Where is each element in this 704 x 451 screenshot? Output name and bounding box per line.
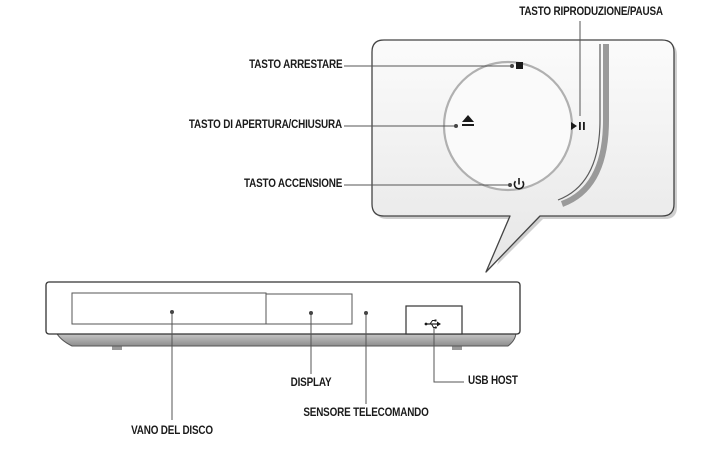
label-remote-sensor: SENSORE TELECOMANDO	[303, 407, 429, 419]
usb-icon[interactable]	[424, 319, 441, 329]
disc-tray[interactable]	[71, 292, 267, 325]
display-window	[265, 293, 353, 325]
power-icon[interactable]	[513, 178, 525, 190]
label-usb-host: USB HOST	[468, 375, 518, 387]
callout-dots-bottom	[170, 310, 368, 315]
callout-lines-top	[344, 21, 581, 186]
label-open-close: TASTO DI APERTURA/CHIUSURA	[188, 119, 342, 131]
player-edge-curve	[560, 44, 609, 207]
usb-line	[433, 328, 464, 383]
eject-icon[interactable]	[462, 115, 474, 126]
foot-left	[112, 346, 122, 350]
callout-dots-top	[454, 64, 514, 187]
play-pause-icon[interactable]	[571, 122, 585, 130]
label-play-pause: TASTO RIPRODUZIONE/PAUSA	[519, 6, 663, 18]
player-base	[55, 331, 517, 347]
player-body	[45, 281, 521, 350]
label-stop: TASTO ARRESTARE	[248, 59, 342, 71]
label-power: TASTO ACCENSIONE	[243, 178, 342, 190]
stop-square-icon[interactable]	[516, 62, 523, 69]
player-edge-curve-line	[557, 44, 601, 201]
foot-right	[452, 346, 462, 350]
zoom-panel	[371, 39, 677, 273]
label-disc-tray: VANO DEL DISCO	[131, 425, 213, 437]
callout-lines-bottom	[171, 312, 464, 420]
label-display: DISPLAY	[290, 377, 332, 389]
